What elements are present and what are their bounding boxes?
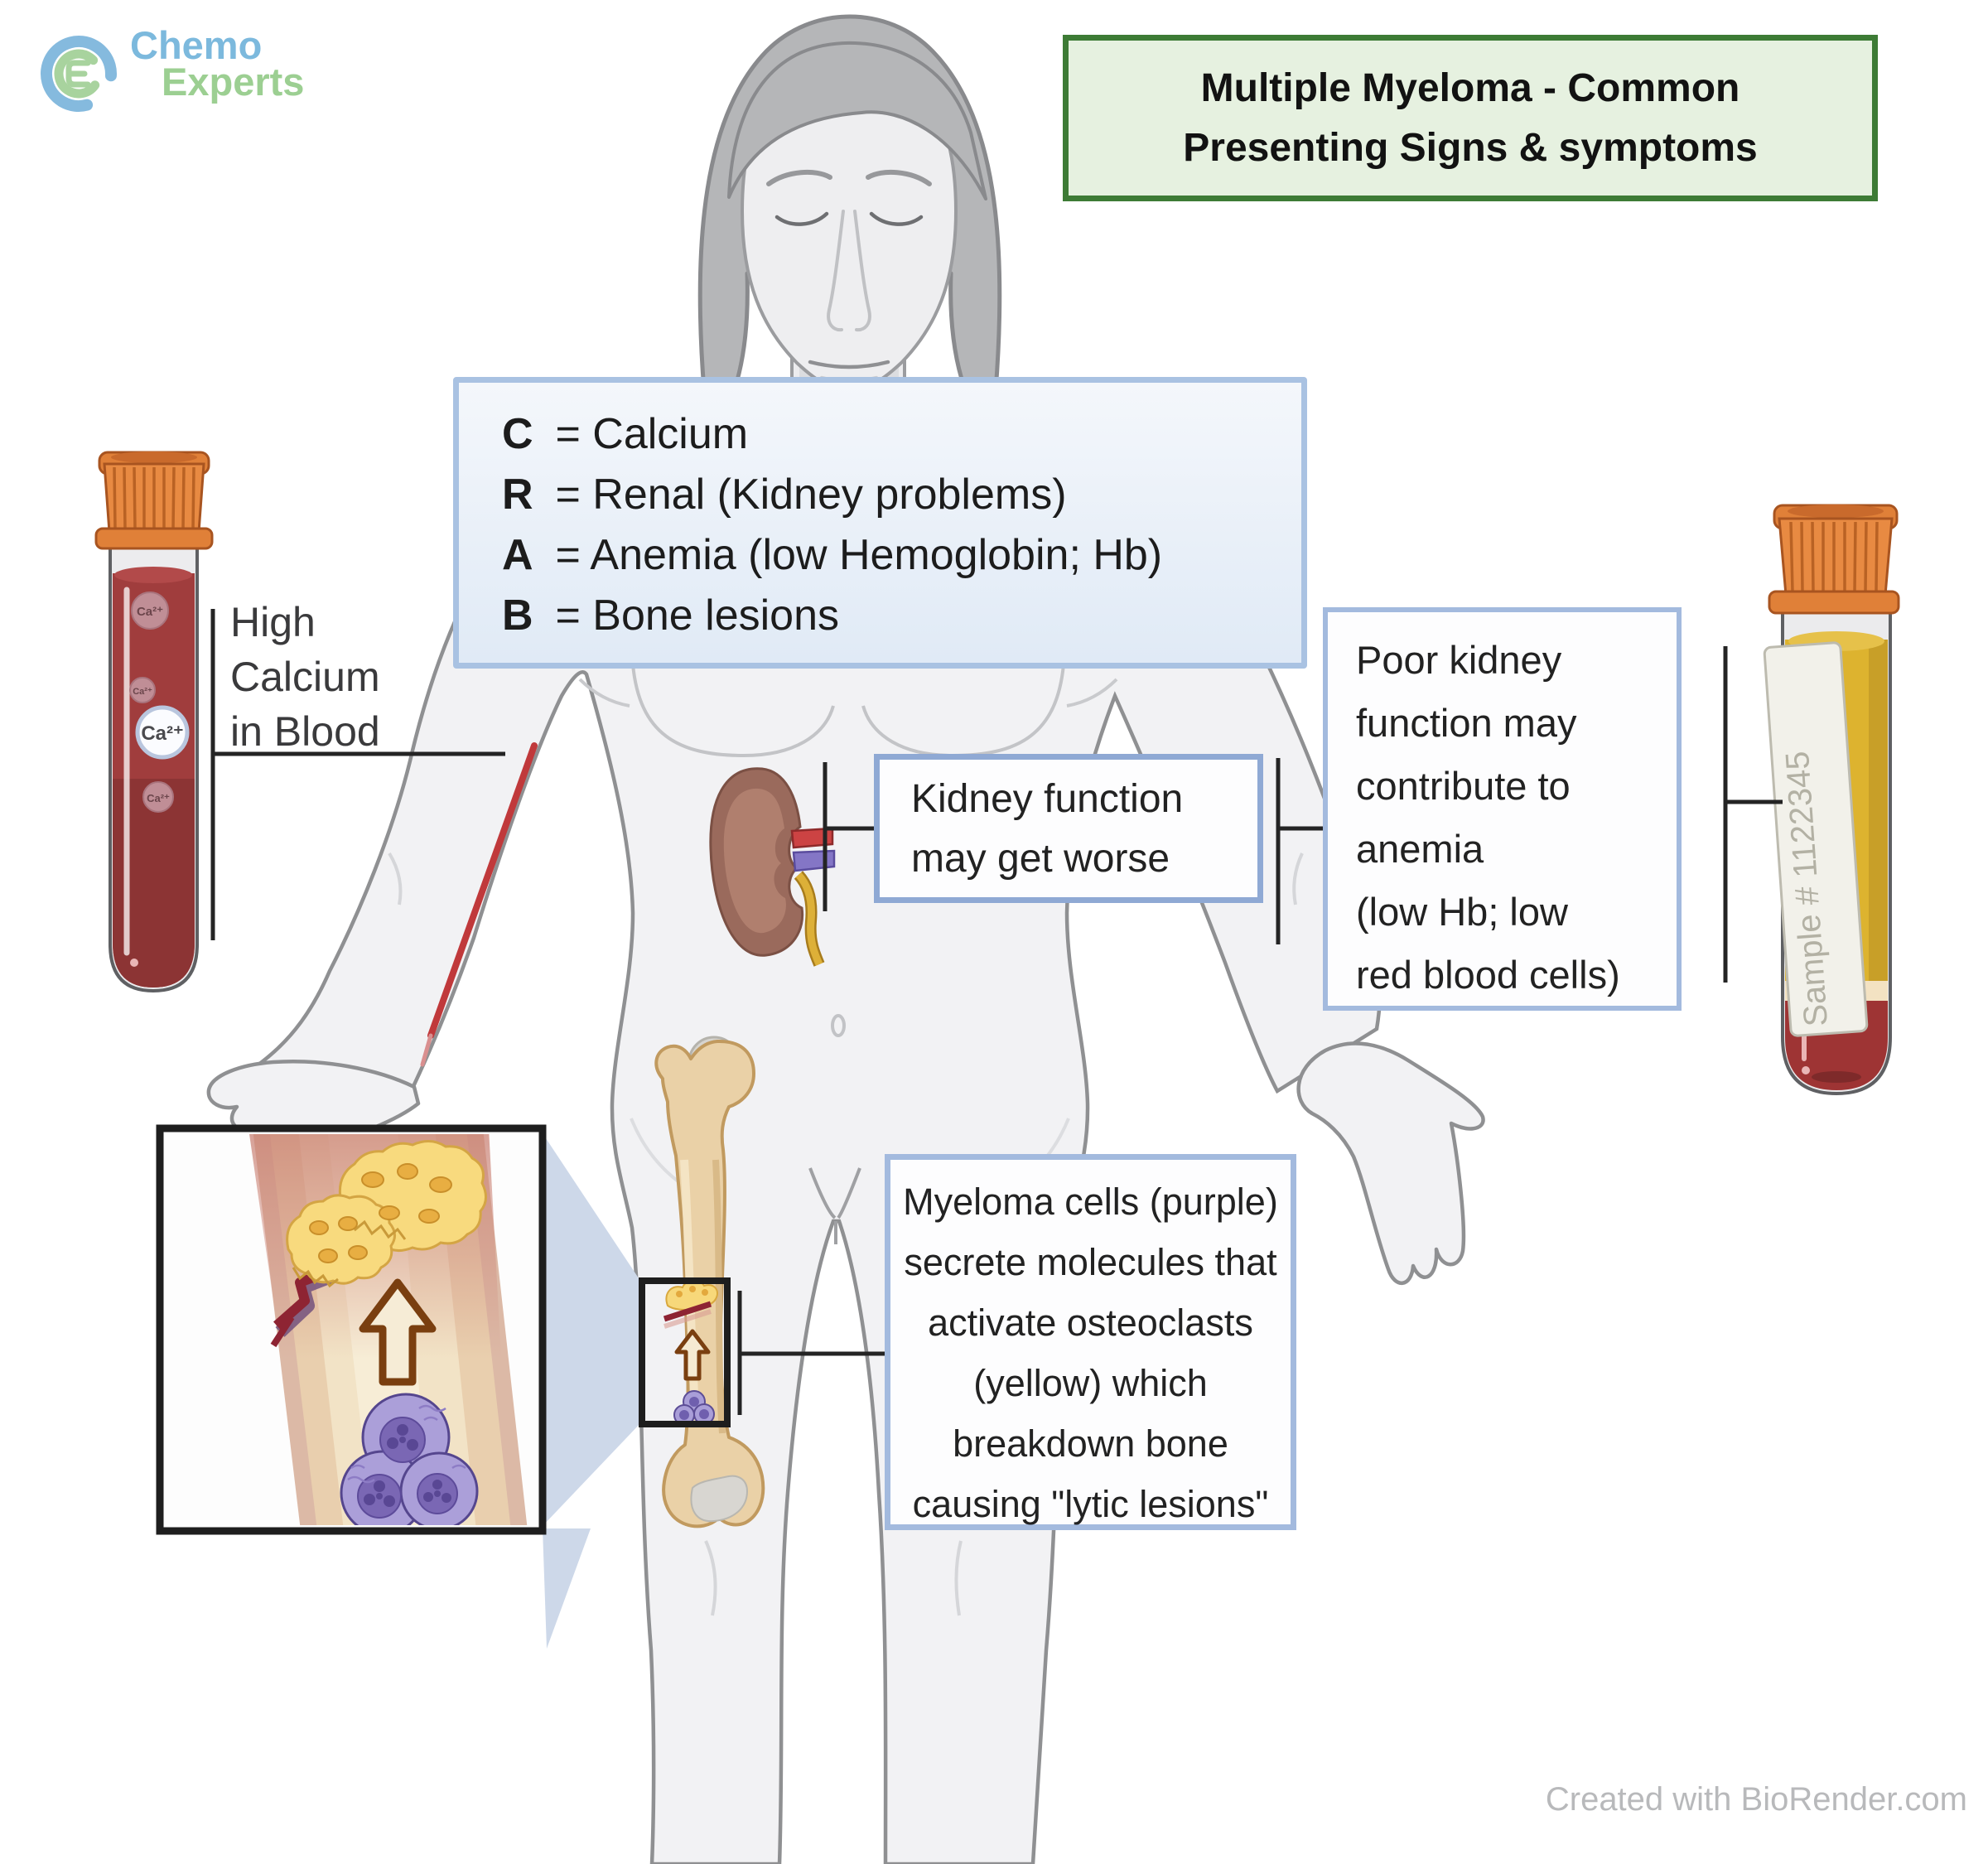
mini-arrow-up (674, 1329, 711, 1381)
inset-arrow-up (359, 1278, 437, 1386)
crab-letter-b: B (502, 592, 533, 640)
anemia-line-3: contribute to (1356, 764, 1571, 808)
femur-mini-lesion (663, 1279, 719, 1426)
blood-tube-calcium: Ca²⁺ Ca²⁺ Ca²⁺ Ca²⁺ (94, 451, 214, 993)
crab-text-b: = Bone lesions (555, 592, 840, 640)
myeloma-line-6: causing "lytic lesions" (912, 1483, 1269, 1525)
crab-item-renal: R = Renal (Kidney problems) (502, 465, 1301, 525)
mini-myeloma-cells (673, 1390, 715, 1426)
logo-wordmark: Chemo Experts (130, 23, 305, 117)
myeloma-line-5: breakdown bone (953, 1422, 1228, 1465)
femur-shaft-shade (712, 1159, 726, 1434)
myeloma-line-2: secrete molecules that (904, 1241, 1277, 1283)
kidney-icon (709, 767, 836, 967)
renal-artery (790, 827, 834, 849)
left-eyebrow (766, 169, 832, 186)
calcium-ions: Ca²⁺ Ca²⁺ Ca²⁺ Ca²⁺ (129, 592, 190, 813)
mouth (808, 360, 890, 369)
forearm-vein-line (427, 742, 538, 1039)
inset-art (249, 1134, 528, 1525)
renal-vein (792, 849, 836, 872)
zoom-wedge (543, 1133, 642, 1526)
right-hand (1296, 1041, 1485, 1286)
zoom-wedge-tail (543, 1528, 591, 1649)
lesion-inset (156, 1124, 547, 1535)
anemia-line-1: Poor kidney (1356, 638, 1562, 682)
anemia-line-2: function may (1356, 701, 1577, 745)
ca-ion-label: Ca²⁺ (137, 605, 163, 619)
anemia-line-5: (low Hb; low (1356, 890, 1568, 934)
title-line-2: Presenting Signs & symptoms (1183, 125, 1758, 170)
crab-letter-c: C (502, 410, 533, 458)
femur-condyle-gray (690, 1475, 749, 1523)
serum-tube-anemia: Sample # 1122345 (1763, 504, 1900, 1096)
title-line-1: Multiple Myeloma - Common (1200, 65, 1740, 110)
forearm-vein-tail (420, 1033, 433, 1067)
crab-item-anemia: A = Anemia (low Hemoglobin; Hb) (502, 525, 1301, 586)
osteoclast-cells (286, 1140, 487, 1288)
crab-letter-a: A (502, 531, 533, 579)
anemia-line-4: anemia (1356, 827, 1484, 871)
ca-ion-label: Ca²⁺ (147, 792, 170, 804)
myeloma-line-3: activate osteoclasts (928, 1301, 1253, 1344)
crab-text-c: = Calcium (555, 410, 749, 458)
high-calcium-label: High Calcium in Blood (230, 595, 380, 759)
right-eye-closed (869, 211, 924, 226)
ca-ion-label: Ca²⁺ (133, 687, 152, 697)
femur-highlight-rect (639, 1277, 731, 1427)
body-silhouette (257, 412, 1382, 1864)
crab-letter-r: R (502, 471, 533, 519)
high-calcium-line-3: in Blood (230, 708, 380, 755)
sample-label (1763, 641, 1869, 1037)
kidney-callout-line-2: may get worse (911, 837, 1170, 881)
crab-acronym-box: C = Calcium R = Renal (Kidney problems) … (453, 377, 1307, 669)
right-eyebrow (866, 169, 932, 186)
crotch-lines (808, 1167, 861, 1244)
connector-lines (210, 609, 1783, 1415)
ca-ion-label-main: Ca²⁺ (141, 722, 183, 745)
high-calcium-line-2: Calcium (230, 654, 380, 700)
femur-bone (639, 1036, 765, 1528)
chemoexperts-logo: Chemo Experts (37, 23, 305, 117)
osteoclast-left (286, 1194, 396, 1285)
logo-word-experts: Experts (162, 60, 305, 104)
left-tube-cap (94, 451, 214, 550)
logo-word-chemo: Chemo (130, 23, 263, 67)
crab-item-bone: B = Bone lesions (502, 586, 1301, 646)
myeloma-callout: Myeloma cells (purple) secrete molecules… (885, 1154, 1296, 1530)
biorender-credit: Created with BioRender.com (1545, 1781, 1967, 1818)
myeloma-cells (340, 1393, 479, 1525)
body-figure (206, 14, 1485, 1864)
kidney-function-callout: Kidney function may get worse (874, 754, 1263, 903)
nose (827, 210, 871, 332)
anemia-callout: Poor kidney function may contribute to a… (1323, 607, 1682, 1011)
inset-border (156, 1124, 547, 1535)
left-eye-closed (774, 211, 829, 226)
crab-text-r: = Renal (Kidney problems) (555, 471, 1067, 519)
high-calcium-line-1: High (230, 599, 316, 645)
myeloma-line-1: Myeloma cells (purple) (903, 1181, 1278, 1223)
myeloma-line-4: (yellow) which (973, 1362, 1208, 1404)
navel (831, 1014, 846, 1037)
crab-item-calcium: C = Calcium (502, 404, 1301, 465)
anemia-line-6: red blood cells) (1356, 953, 1620, 997)
chemoexperts-logo-icon (41, 36, 117, 112)
crab-text-a: = Anemia (low Hemoglobin; Hb) (555, 531, 1163, 579)
kidney-inner (723, 788, 786, 934)
left-tube-blood (113, 567, 195, 988)
hair-fringe (727, 41, 987, 200)
title-banner: Multiple Myeloma - Common Presenting Sig… (1063, 35, 1878, 201)
kidney-callout-line-1: Kidney function (911, 777, 1184, 821)
right-tube-cap (1768, 504, 1900, 615)
mini-lesion-line (663, 1301, 712, 1322)
